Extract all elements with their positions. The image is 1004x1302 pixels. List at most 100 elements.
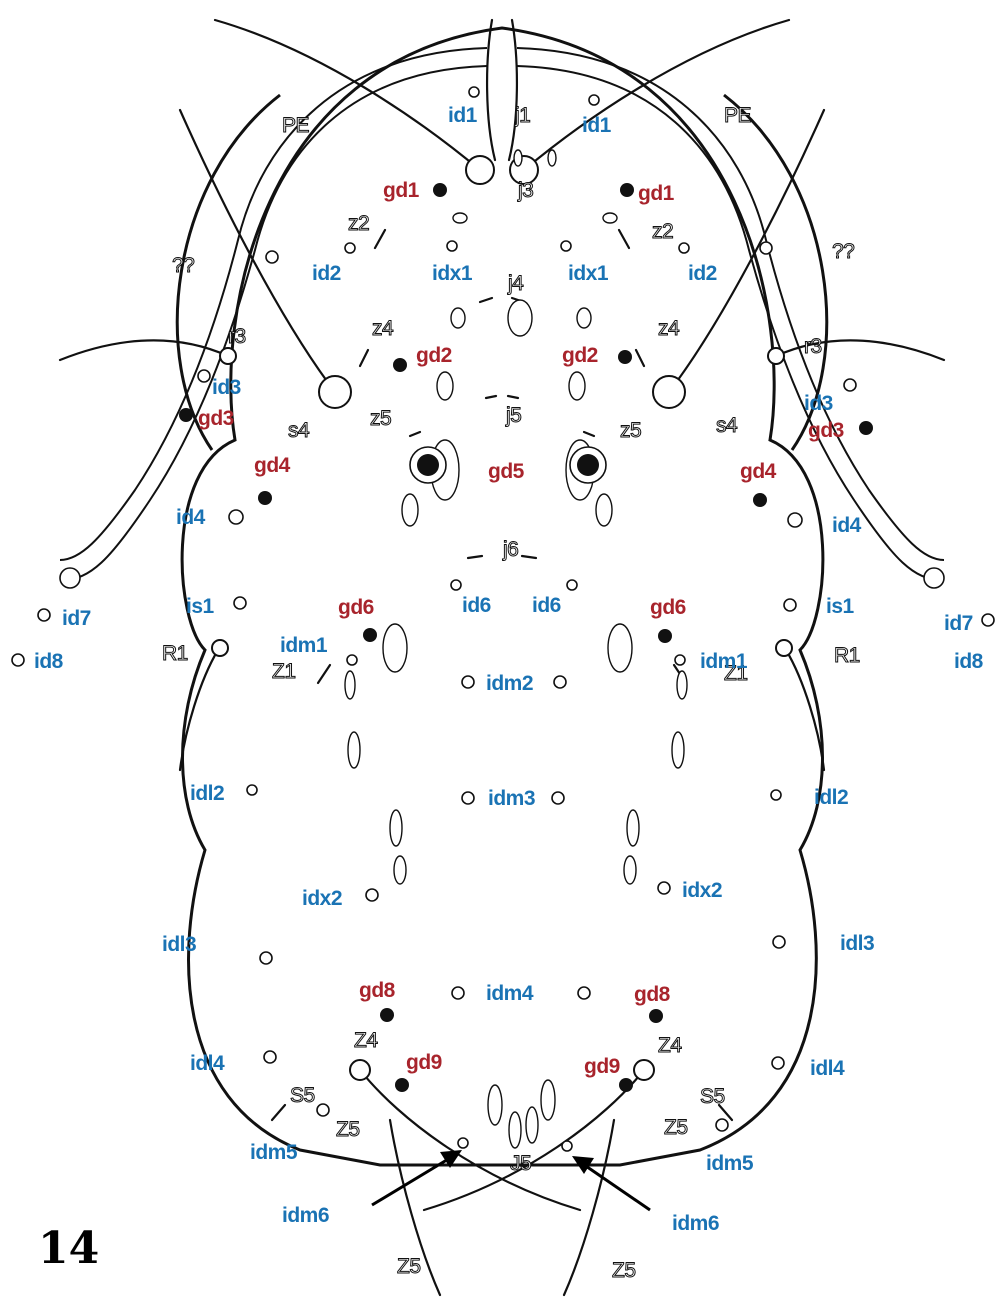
gd5-left — [417, 454, 439, 476]
seta-Z4-left-base — [350, 1060, 370, 1080]
label-r3-left: r3 — [228, 325, 246, 348]
label-gd6-left: gd6 — [338, 596, 374, 619]
label-S5-right: S5 — [700, 1085, 725, 1108]
label-r3-right: r3 — [804, 335, 822, 358]
label-z2-right: z2 — [652, 220, 673, 243]
label-j1: j1 — [514, 104, 530, 127]
label-gd1-left: gd1 — [383, 179, 420, 202]
label-idx1-right: idx1 — [568, 262, 609, 285]
arrow-idm6-left — [372, 1155, 455, 1205]
label-idl4-right: idl4 — [810, 1057, 845, 1080]
label-gd4-right: gd4 — [740, 460, 777, 483]
label-idm6-left: idm6 — [282, 1204, 329, 1227]
label-s4-left: s4 — [288, 419, 310, 442]
seta-s4-left-base — [319, 376, 351, 408]
label-z2-left: z2 — [348, 212, 369, 235]
seta-id1-left-base — [466, 156, 494, 184]
label-idm5-right: idm5 — [706, 1152, 754, 1175]
label-gd2-right: gd2 — [562, 344, 598, 367]
label-gd9-right: gd9 — [584, 1055, 620, 1078]
peritreme-right-stigma — [924, 568, 944, 588]
label-id6-left: id6 — [462, 594, 491, 617]
label-id8-right: id8 — [954, 650, 984, 673]
label-idm4: idm4 — [486, 982, 534, 1005]
label-unknown-right: ?? — [832, 240, 854, 263]
seta-j1-left — [487, 20, 495, 160]
seta-r3-right-base — [768, 348, 784, 364]
label-gd5: gd5 — [488, 460, 525, 483]
label-j3: j3 — [517, 179, 533, 202]
label-gd2-left: gd2 — [416, 344, 452, 367]
label-id4-right: id4 — [832, 514, 862, 537]
label-pe-right: PE — [724, 104, 752, 127]
label-id2-left: id2 — [312, 262, 341, 285]
label-Z4-right: Z4 — [658, 1034, 682, 1057]
label-unknown-left: ?? — [172, 254, 194, 277]
label-z4-right: z4 — [658, 317, 680, 340]
label-gd3-left: gd3 — [198, 407, 234, 430]
label-j4: j4 — [507, 272, 524, 295]
seta-j1-right — [509, 20, 517, 160]
label-idx2-right: idx2 — [682, 879, 722, 902]
label-J5: J5 — [510, 1152, 531, 1175]
label-R1-left: R1 — [162, 642, 188, 665]
label-gd9-left: gd9 — [406, 1051, 442, 1074]
seta-r3-right — [776, 340, 944, 360]
label-z5-left: z5 — [370, 407, 391, 430]
seta-r3-left — [60, 340, 228, 360]
label-gd3-right: gd3 — [808, 419, 844, 442]
label-idm5-left: idm5 — [250, 1141, 298, 1164]
seta-r3-left-base — [220, 348, 236, 364]
label-z4-left: z4 — [372, 317, 394, 340]
label-id8-left: id8 — [34, 650, 64, 673]
label-idm1-right: idm1 — [700, 650, 748, 673]
seta-R1-left-base — [212, 640, 228, 656]
seta-s4-right-base — [653, 376, 685, 408]
label-id1-left: id1 — [448, 104, 478, 127]
label-Z5-bottom-right: Z5 — [612, 1259, 636, 1282]
gd5-right — [577, 454, 599, 476]
label-R1-right: R1 — [834, 644, 860, 667]
label-id7-right: id7 — [944, 612, 973, 635]
label-idl3-right: idl3 — [840, 932, 874, 955]
label-idl2-left: idl2 — [190, 782, 224, 805]
label-id6-right: id6 — [532, 594, 561, 617]
label-gd8-left: gd8 — [359, 979, 396, 1002]
label-idl3-left: idl3 — [162, 933, 196, 956]
label-z5-right: z5 — [620, 419, 641, 442]
label-idl2-right: idl2 — [814, 786, 848, 809]
label-Z4-left: Z4 — [354, 1029, 378, 1052]
label-id4-left: id4 — [176, 506, 206, 529]
label-idm1-left: idm1 — [280, 634, 328, 657]
label-gd8-right: gd8 — [634, 983, 671, 1006]
label-gd1-right: gd1 — [638, 182, 675, 205]
label-Z5-bottom-left: Z5 — [397, 1255, 421, 1278]
label-Z5-left: Z5 — [336, 1118, 360, 1141]
label-gd4-left: gd4 — [254, 454, 291, 477]
seta-Z4-right-base — [634, 1060, 654, 1080]
peritreme-left-stigma — [60, 568, 80, 588]
label-Z1-left: Z1 — [272, 660, 296, 683]
label-s4-right: s4 — [716, 414, 738, 437]
label-is1-right: is1 — [826, 595, 855, 618]
label-gd6-right: gd6 — [650, 596, 686, 619]
label-pe-left: PE — [282, 114, 310, 137]
label-j5: j5 — [505, 404, 521, 427]
figure-number: 14 — [38, 1223, 99, 1274]
seta-R1-right-base — [776, 640, 792, 656]
label-Z5-right: Z5 — [664, 1116, 688, 1139]
label-idx1-left: idx1 — [432, 262, 473, 285]
label-idm6-right: idm6 — [672, 1212, 719, 1235]
label-id2-right: id2 — [688, 262, 717, 285]
label-id3-left: id3 — [212, 376, 241, 399]
label-id3-right: id3 — [804, 392, 833, 415]
label-S5-left: S5 — [290, 1084, 315, 1107]
label-idx2-left: idx2 — [302, 887, 342, 910]
label-is1-left: is1 — [186, 595, 215, 618]
label-j6: j6 — [502, 538, 518, 561]
label-id1-right: id1 — [582, 114, 612, 137]
label-id7-left: id7 — [62, 607, 91, 630]
arrow-idm6-right — [580, 1162, 650, 1210]
label-idm2: idm2 — [486, 672, 533, 695]
